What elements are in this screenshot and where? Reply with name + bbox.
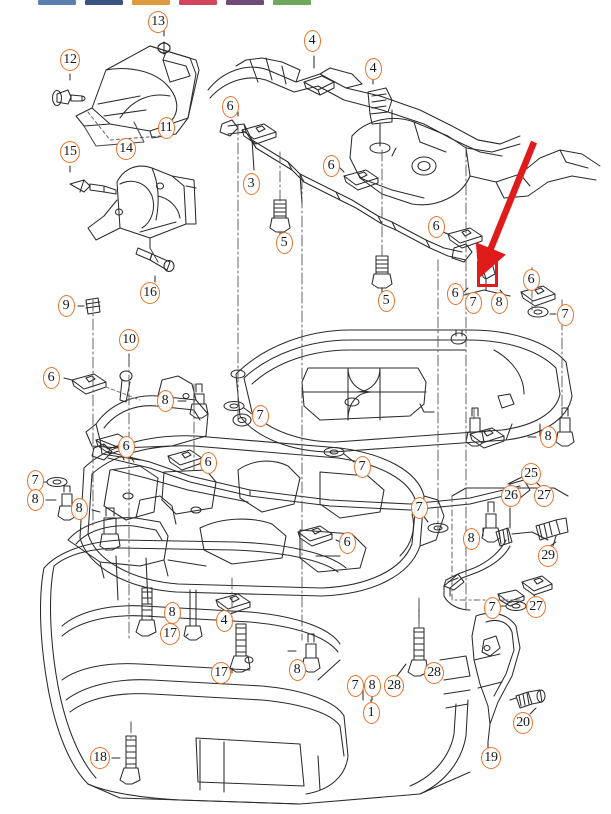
callout-19[interactable]: 19 — [481, 747, 501, 769]
callout-29[interactable]: 29 — [538, 545, 558, 567]
part-20-fastener — [509, 689, 546, 715]
callout-12[interactable]: 12 — [60, 49, 80, 71]
callout-7[interactable]: 7 — [464, 292, 482, 314]
callout-6[interactable]: 6 — [427, 216, 445, 238]
callout-27[interactable]: 27 — [526, 596, 546, 618]
subframe-assembly — [207, 55, 601, 206]
callout-15[interactable]: 15 — [60, 141, 80, 163]
part-18-bolt — [111, 721, 141, 785]
part-15-expanding-rivet — [69, 165, 117, 195]
undertray-panel-main — [230, 329, 573, 453]
part-8-bolts — [45, 383, 575, 673]
callout-1[interactable]: 1 — [362, 702, 380, 724]
part-13-nut — [157, 30, 171, 55]
callout-9[interactable]: 9 — [57, 295, 75, 317]
part-9-clip — [77, 297, 101, 315]
callout-6[interactable]: 6 — [117, 436, 135, 458]
callout-10[interactable]: 10 — [119, 329, 139, 351]
callout-8[interactable]: 8 — [363, 675, 381, 697]
callout-5[interactable]: 5 — [377, 290, 395, 312]
front-bumper-cover — [39, 539, 471, 805]
callout-4[interactable]: 4 — [364, 58, 382, 80]
callout-25[interactable]: 25 — [521, 463, 541, 485]
callout-6[interactable]: 6 — [522, 269, 540, 291]
callout-17[interactable]: 17 — [160, 623, 180, 645]
callout-8[interactable]: 8 — [288, 659, 306, 681]
callout-5[interactable]: 5 — [275, 232, 293, 254]
callout-6[interactable]: 6 — [42, 367, 60, 389]
left-bracket-assembly — [85, 375, 209, 461]
highlighted-clip-part — [459, 262, 511, 297]
part-12-bolt — [51, 73, 86, 107]
callout-4[interactable]: 4 — [303, 30, 321, 52]
bumper-inner-brackets — [67, 495, 177, 605]
callout-6[interactable]: 6 — [446, 283, 464, 305]
callout-18[interactable]: 18 — [90, 747, 110, 769]
callout-20[interactable]: 20 — [513, 712, 533, 734]
callout-13[interactable]: 13 — [148, 11, 168, 33]
callout-7[interactable]: 7 — [251, 405, 269, 427]
part-3-tie-rods — [219, 119, 473, 263]
callout-14[interactable]: 14 — [116, 138, 136, 160]
part-group-14 — [87, 165, 197, 249]
callout-6[interactable]: 6 — [322, 155, 340, 177]
color-swatch-1[interactable] — [38, 0, 76, 5]
callout-8[interactable]: 8 — [156, 390, 174, 412]
callout-6[interactable]: 6 — [338, 532, 356, 554]
callout-6[interactable]: 6 — [221, 96, 239, 118]
callout-7[interactable]: 7 — [410, 497, 428, 519]
callout-7[interactable]: 7 — [346, 675, 364, 697]
callout-17[interactable]: 17 — [211, 662, 231, 684]
callout-8[interactable]: 8 — [163, 602, 181, 624]
color-swatch-3[interactable] — [132, 0, 170, 5]
lower-undertray-panel — [79, 435, 445, 597]
part-19-bracket — [471, 612, 521, 753]
callout-8[interactable]: 8 — [490, 292, 508, 314]
callout-8[interactable]: 8 — [70, 498, 88, 520]
callout-28[interactable]: 28 — [424, 662, 444, 684]
part-16-bolt — [135, 247, 175, 283]
callout-26[interactable]: 26 — [501, 485, 521, 507]
callout-8[interactable]: 8 — [26, 489, 44, 511]
color-swatch-4[interactable] — [179, 0, 217, 5]
lower-cross-tube — [91, 443, 531, 511]
callout-27[interactable]: 27 — [534, 485, 554, 507]
callout-7[interactable]: 7 — [483, 597, 501, 619]
color-swatch-5[interactable] — [226, 0, 264, 5]
callout-11[interactable]: 11 — [157, 117, 175, 139]
callout-4[interactable]: 4 — [215, 610, 233, 632]
callout-8[interactable]: 8 — [539, 426, 557, 448]
callout-6[interactable]: 6 — [199, 452, 217, 474]
color-swatch-2[interactable] — [85, 0, 123, 5]
callout-8[interactable]: 8 — [462, 528, 480, 550]
color-palette-strip — [0, 0, 611, 7]
part-7-washers — [41, 400, 527, 612]
callout-28[interactable]: 28 — [384, 675, 404, 697]
callout-7[interactable]: 7 — [353, 456, 371, 478]
callout-16[interactable]: 16 — [140, 282, 160, 304]
color-swatch-6[interactable] — [273, 0, 311, 5]
part-group-11-13 — [75, 45, 200, 139]
part-17-bolts — [135, 587, 251, 674]
callout-3[interactable]: 3 — [242, 173, 260, 195]
callout-7[interactable]: 7 — [556, 304, 574, 326]
